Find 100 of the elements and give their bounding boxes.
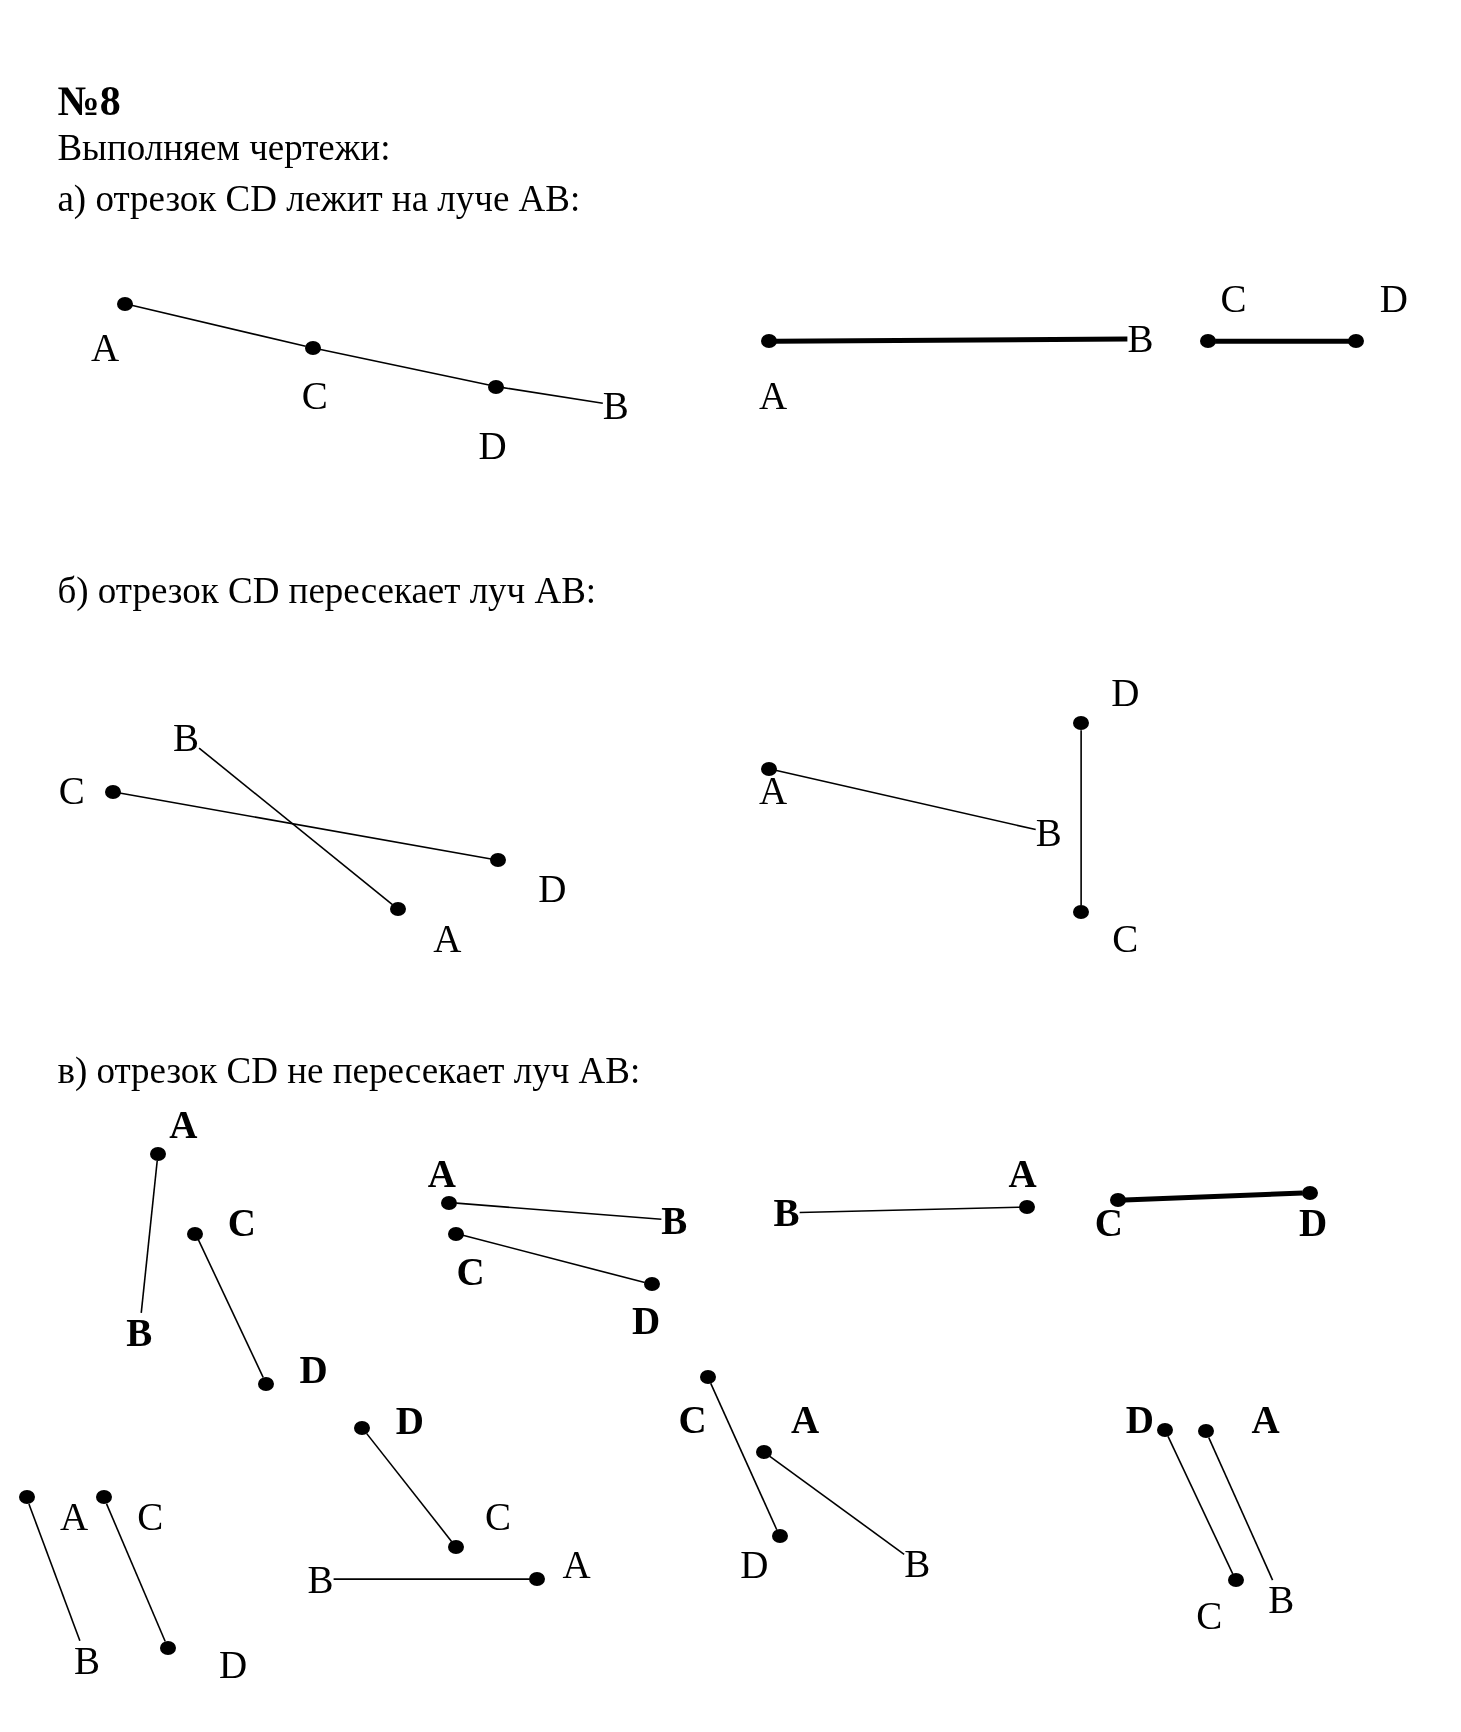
point-dot — [18, 1490, 35, 1505]
point-label: C — [456, 1251, 485, 1291]
line-segment — [118, 792, 492, 860]
line-segment — [798, 1206, 1021, 1214]
point-label: D — [740, 1545, 769, 1585]
line-segment — [501, 386, 604, 405]
point-dot — [1073, 905, 1090, 920]
line-segment — [318, 348, 490, 386]
line-segment — [1080, 729, 1082, 906]
line-segment — [105, 1503, 166, 1642]
point-label: D — [632, 1301, 661, 1341]
point-label: A — [759, 771, 788, 811]
instruction-text: Выполняем чертежи: — [57, 129, 391, 167]
point-dot — [756, 1445, 773, 1460]
line-segment — [28, 1503, 81, 1642]
point-dot — [771, 1529, 788, 1544]
point-label: B — [1127, 319, 1154, 359]
point-dot — [1197, 1424, 1214, 1439]
point-dot — [448, 1226, 465, 1241]
point-label: C — [137, 1496, 164, 1536]
point-label: B — [173, 718, 200, 758]
point-dot — [95, 1490, 112, 1505]
point-dot — [1200, 334, 1217, 349]
point-label: B — [602, 385, 629, 425]
point-label: B — [773, 1193, 800, 1233]
point-label: A — [562, 1545, 591, 1585]
point-label: B — [74, 1640, 101, 1680]
point-dot — [760, 334, 777, 349]
line-segment — [709, 1382, 778, 1531]
point-label: A — [791, 1399, 820, 1439]
point-dot — [441, 1195, 458, 1210]
line-segment — [769, 1455, 905, 1556]
point-label: C — [227, 1202, 256, 1242]
line-segment — [130, 304, 307, 348]
heading: №8 — [57, 79, 121, 122]
point-dot — [699, 1370, 716, 1385]
line-segment — [332, 1578, 531, 1580]
point-dot — [187, 1226, 204, 1241]
point-dot — [116, 296, 133, 311]
point-label: A — [759, 375, 788, 415]
line-segment — [1167, 1435, 1234, 1575]
point-dot — [487, 379, 504, 394]
point-label: B — [126, 1312, 153, 1352]
point-label: C — [58, 771, 85, 811]
point-label: A — [169, 1104, 198, 1144]
point-dot — [149, 1147, 166, 1161]
point-label: C — [485, 1496, 512, 1536]
point-label: D — [478, 425, 507, 465]
point-dot — [1227, 1573, 1244, 1588]
line-segment — [1207, 1436, 1274, 1581]
line-segment — [140, 1160, 158, 1314]
line-segment — [774, 769, 1037, 831]
point-dot — [258, 1376, 275, 1391]
section-heading: б) отрезок CD пересекает луч AB: — [57, 572, 597, 610]
point-label: D — [219, 1644, 248, 1684]
point-dot — [1019, 1200, 1035, 1214]
point-label: A — [433, 919, 462, 959]
point-label: D — [1125, 1399, 1154, 1439]
point-label: D — [395, 1400, 424, 1440]
point-dot — [1348, 334, 1365, 349]
point-label: B — [1268, 1580, 1295, 1620]
point-label: D — [538, 869, 567, 909]
point-dot — [1301, 1185, 1318, 1200]
section-heading: в) отрезок CD не пересекает луч AB: — [57, 1052, 641, 1090]
point-label: D — [299, 1349, 328, 1389]
point-dot — [389, 901, 406, 916]
point-dot — [760, 761, 777, 776]
point-dot — [490, 853, 507, 868]
point-dot — [304, 340, 321, 355]
point-label: C — [1112, 919, 1139, 959]
point-dot — [643, 1277, 660, 1292]
point-label: D — [1379, 278, 1408, 318]
line-segment — [198, 747, 393, 906]
line-segment — [462, 1234, 646, 1284]
point-label: C — [678, 1399, 707, 1439]
point-dot — [1157, 1423, 1174, 1438]
section-heading: а) отрезок CD лежит на луче AB: — [57, 180, 581, 218]
point-label: A — [90, 328, 120, 368]
point-label: B — [1035, 813, 1062, 852]
point-dot — [1073, 716, 1090, 731]
line-segment — [775, 336, 1128, 344]
point-dot — [354, 1420, 371, 1435]
line-segment — [197, 1239, 264, 1379]
point-label: C — [1196, 1596, 1223, 1636]
line-segment — [1215, 338, 1350, 344]
point-label: D — [1111, 672, 1140, 712]
point-dot — [1109, 1193, 1126, 1208]
point-label: C — [1220, 278, 1247, 318]
point-label: A — [1008, 1154, 1037, 1194]
line-segment — [1124, 1190, 1303, 1203]
point-dot — [104, 784, 121, 799]
point-label: C — [1094, 1202, 1123, 1242]
point-label: B — [307, 1559, 334, 1599]
point-dot — [159, 1640, 176, 1655]
point-label: D — [1299, 1202, 1328, 1242]
point-dot — [528, 1572, 545, 1587]
point-label: B — [904, 1544, 931, 1584]
line-segment — [455, 1202, 663, 1221]
line-segment — [365, 1432, 453, 1543]
point-label: A — [1251, 1399, 1280, 1439]
